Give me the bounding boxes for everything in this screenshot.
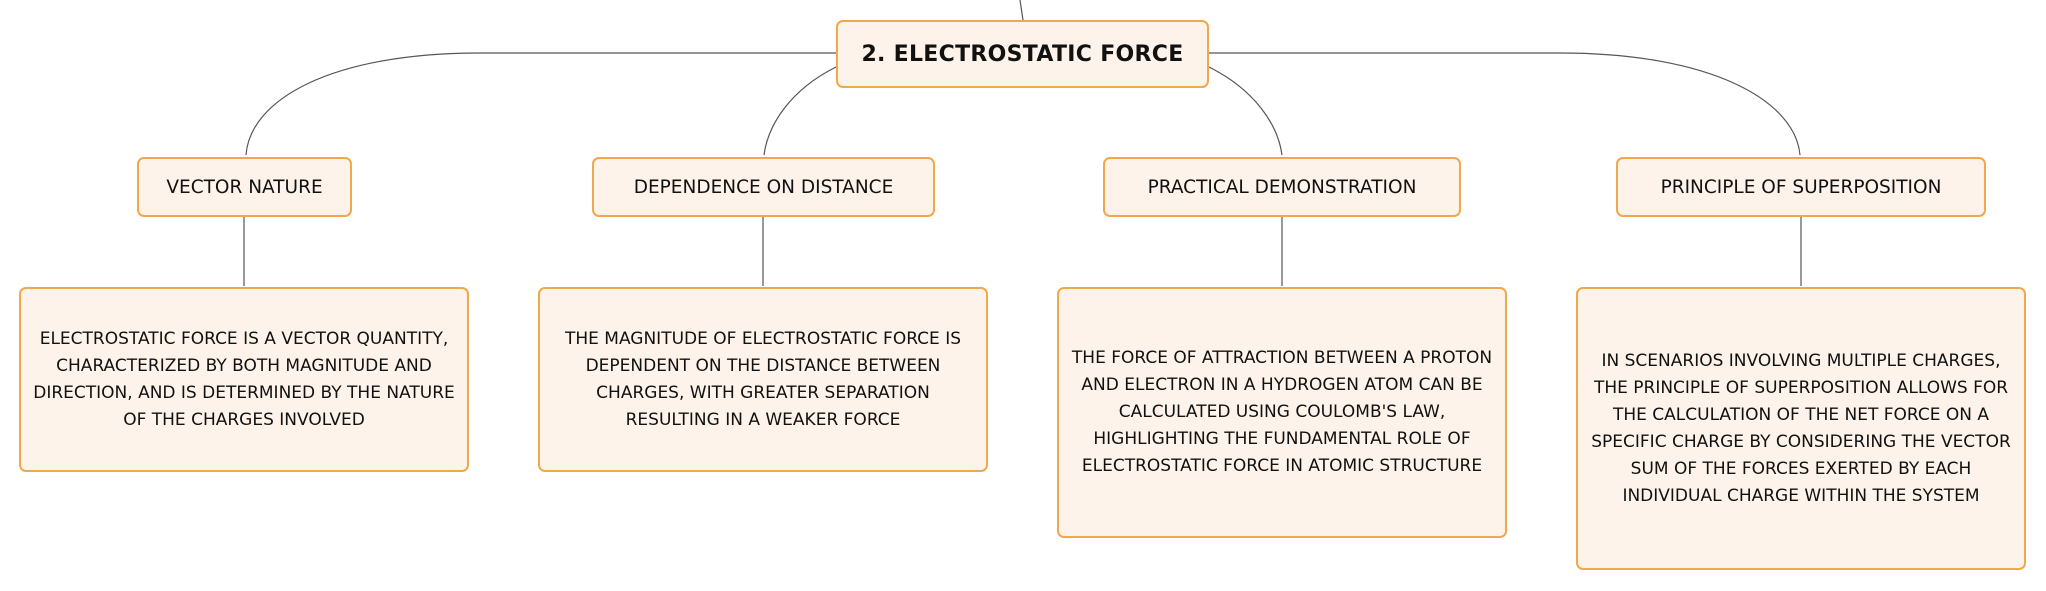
connector-root-vector-nature [245,52,836,156]
detail-practical-demonstration[interactable]: THE FORCE OF ATTRACTION BETWEEN A PROTON… [1057,287,1507,538]
detail-text: THE MAGNITUDE OF ELECTROSTATIC FORCE IS … [564,328,962,430]
root-label: 2. ELECTROSTATIC FORCE [861,41,1184,67]
parent-connector [1019,0,1024,21]
topic-label: VECTOR NATURE [166,176,323,198]
detail-principle-of-superposition[interactable]: IN SCENARIOS INVOLVING MULTIPLE CHARGES,… [1576,287,2026,570]
root-node[interactable]: 2. ELECTROSTATIC FORCE [836,20,1209,88]
topic-label: DEPENDENCE ON DISTANCE [633,176,894,198]
connector-root-practical-demonstration [1208,66,1283,156]
detail-text: THE FORCE OF ATTRACTION BETWEEN A PROTON… [1071,348,1493,476]
topic-label: PRACTICAL DEMONSTRATION [1147,176,1417,198]
topic-principle-of-superposition[interactable]: PRINCIPLE OF SUPERPOSITION [1616,157,1986,217]
topic-dependence-on-distance[interactable]: DEPENDENCE ON DISTANCE [592,157,935,217]
detail-dependence-on-distance[interactable]: THE MAGNITUDE OF ELECTROSTATIC FORCE IS … [538,287,988,472]
connector-root-dependence-distance [763,66,837,156]
detail-text: ELECTROSTATIC FORCE IS A VECTOR QUANTITY… [33,328,455,430]
topic-vector-nature[interactable]: VECTOR NATURE [137,157,352,217]
detail-text: IN SCENARIOS INVOLVING MULTIPLE CHARGES,… [1591,350,2011,506]
detail-vector-nature[interactable]: ELECTROSTATIC FORCE IS A VECTOR QUANTITY… [19,287,469,472]
topic-label: PRINCIPLE OF SUPERPOSITION [1660,176,1942,198]
connector-root-superposition [1209,52,1801,156]
topic-practical-demonstration[interactable]: PRACTICAL DEMONSTRATION [1103,157,1461,217]
